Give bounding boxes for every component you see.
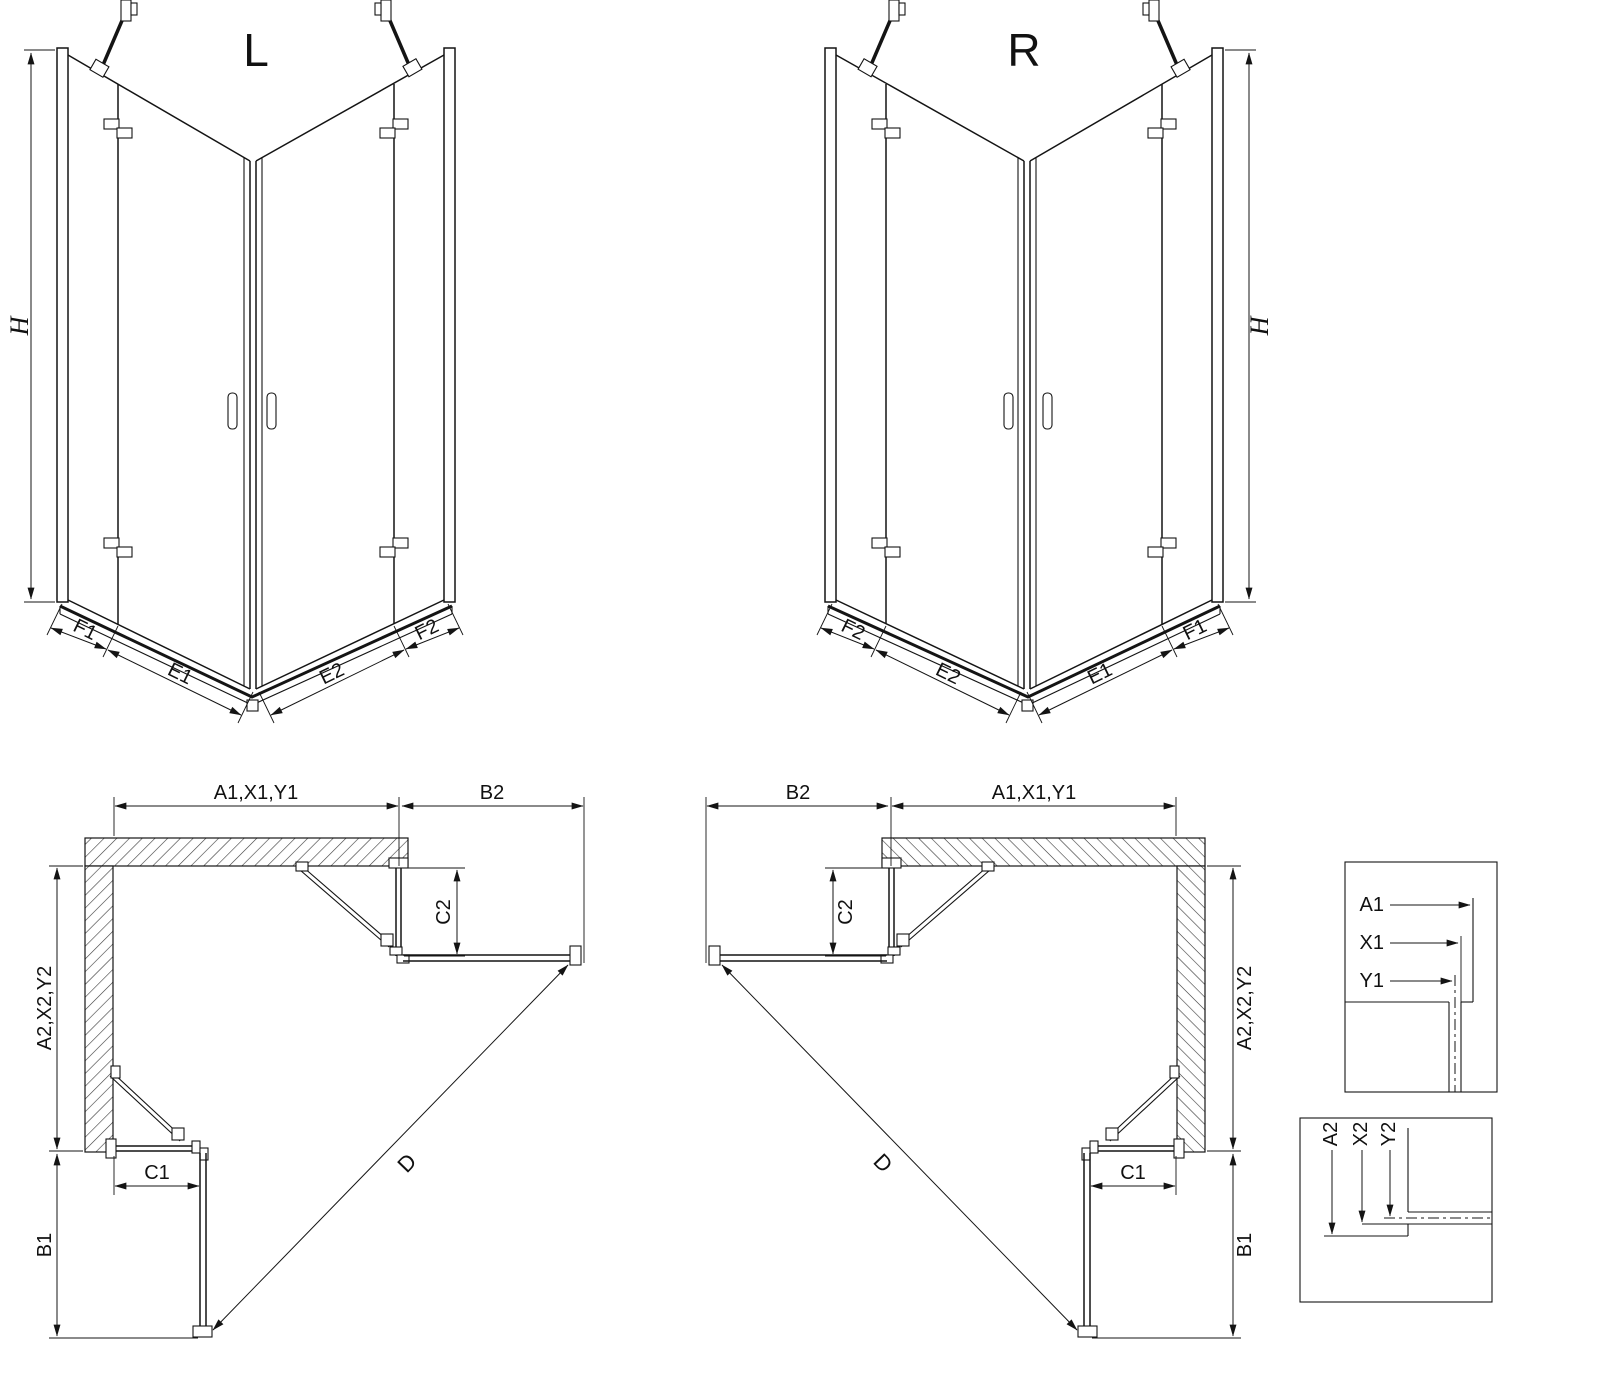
dim-label-h-left: H xyxy=(5,315,34,336)
dim-label-a2-plan-left: A2,X2,Y2 xyxy=(34,966,56,1051)
dim-label-c2-plan-right: C2 xyxy=(835,899,857,925)
dim-label-h-right: H xyxy=(1245,315,1274,336)
detail-label-y1: Y1 xyxy=(1360,970,1384,992)
detail-label-a2: A2 xyxy=(1320,1122,1342,1146)
dim-label-c1-plan-right: C1 xyxy=(1120,1162,1146,1184)
detail-inset-bottom xyxy=(1299,1117,1493,1303)
dim-label-b1-plan-left: B1 xyxy=(34,1233,56,1257)
detail-label-x1: X1 xyxy=(1360,932,1384,954)
dim-label-a1-plan-left: A1,X1,Y1 xyxy=(214,782,299,804)
dim-label-c2-plan-left: C2 xyxy=(433,899,455,925)
detail-label-y2: Y2 xyxy=(1378,1122,1400,1146)
dim-label-a2-plan-right: A2,X2,Y2 xyxy=(1234,966,1256,1051)
dim-label-b2-plan-right: B2 xyxy=(786,782,810,804)
title-right-version: R xyxy=(1007,24,1040,76)
dim-label-a1-plan-right: A1,X1,Y1 xyxy=(992,782,1077,804)
detail-label-x2: X2 xyxy=(1350,1122,1372,1146)
inset-border xyxy=(1299,1117,1493,1303)
detail-inset-top xyxy=(1344,861,1498,1093)
detail-label-a1: A1 xyxy=(1360,894,1384,916)
inset-border xyxy=(1344,861,1498,1093)
title-left-version: L xyxy=(243,24,269,76)
dim-label-c1-plan-left: C1 xyxy=(144,1162,170,1184)
dim-label-b2-plan-left: B2 xyxy=(480,782,504,804)
dim-label-b1-plan-right: B1 xyxy=(1234,1233,1256,1257)
